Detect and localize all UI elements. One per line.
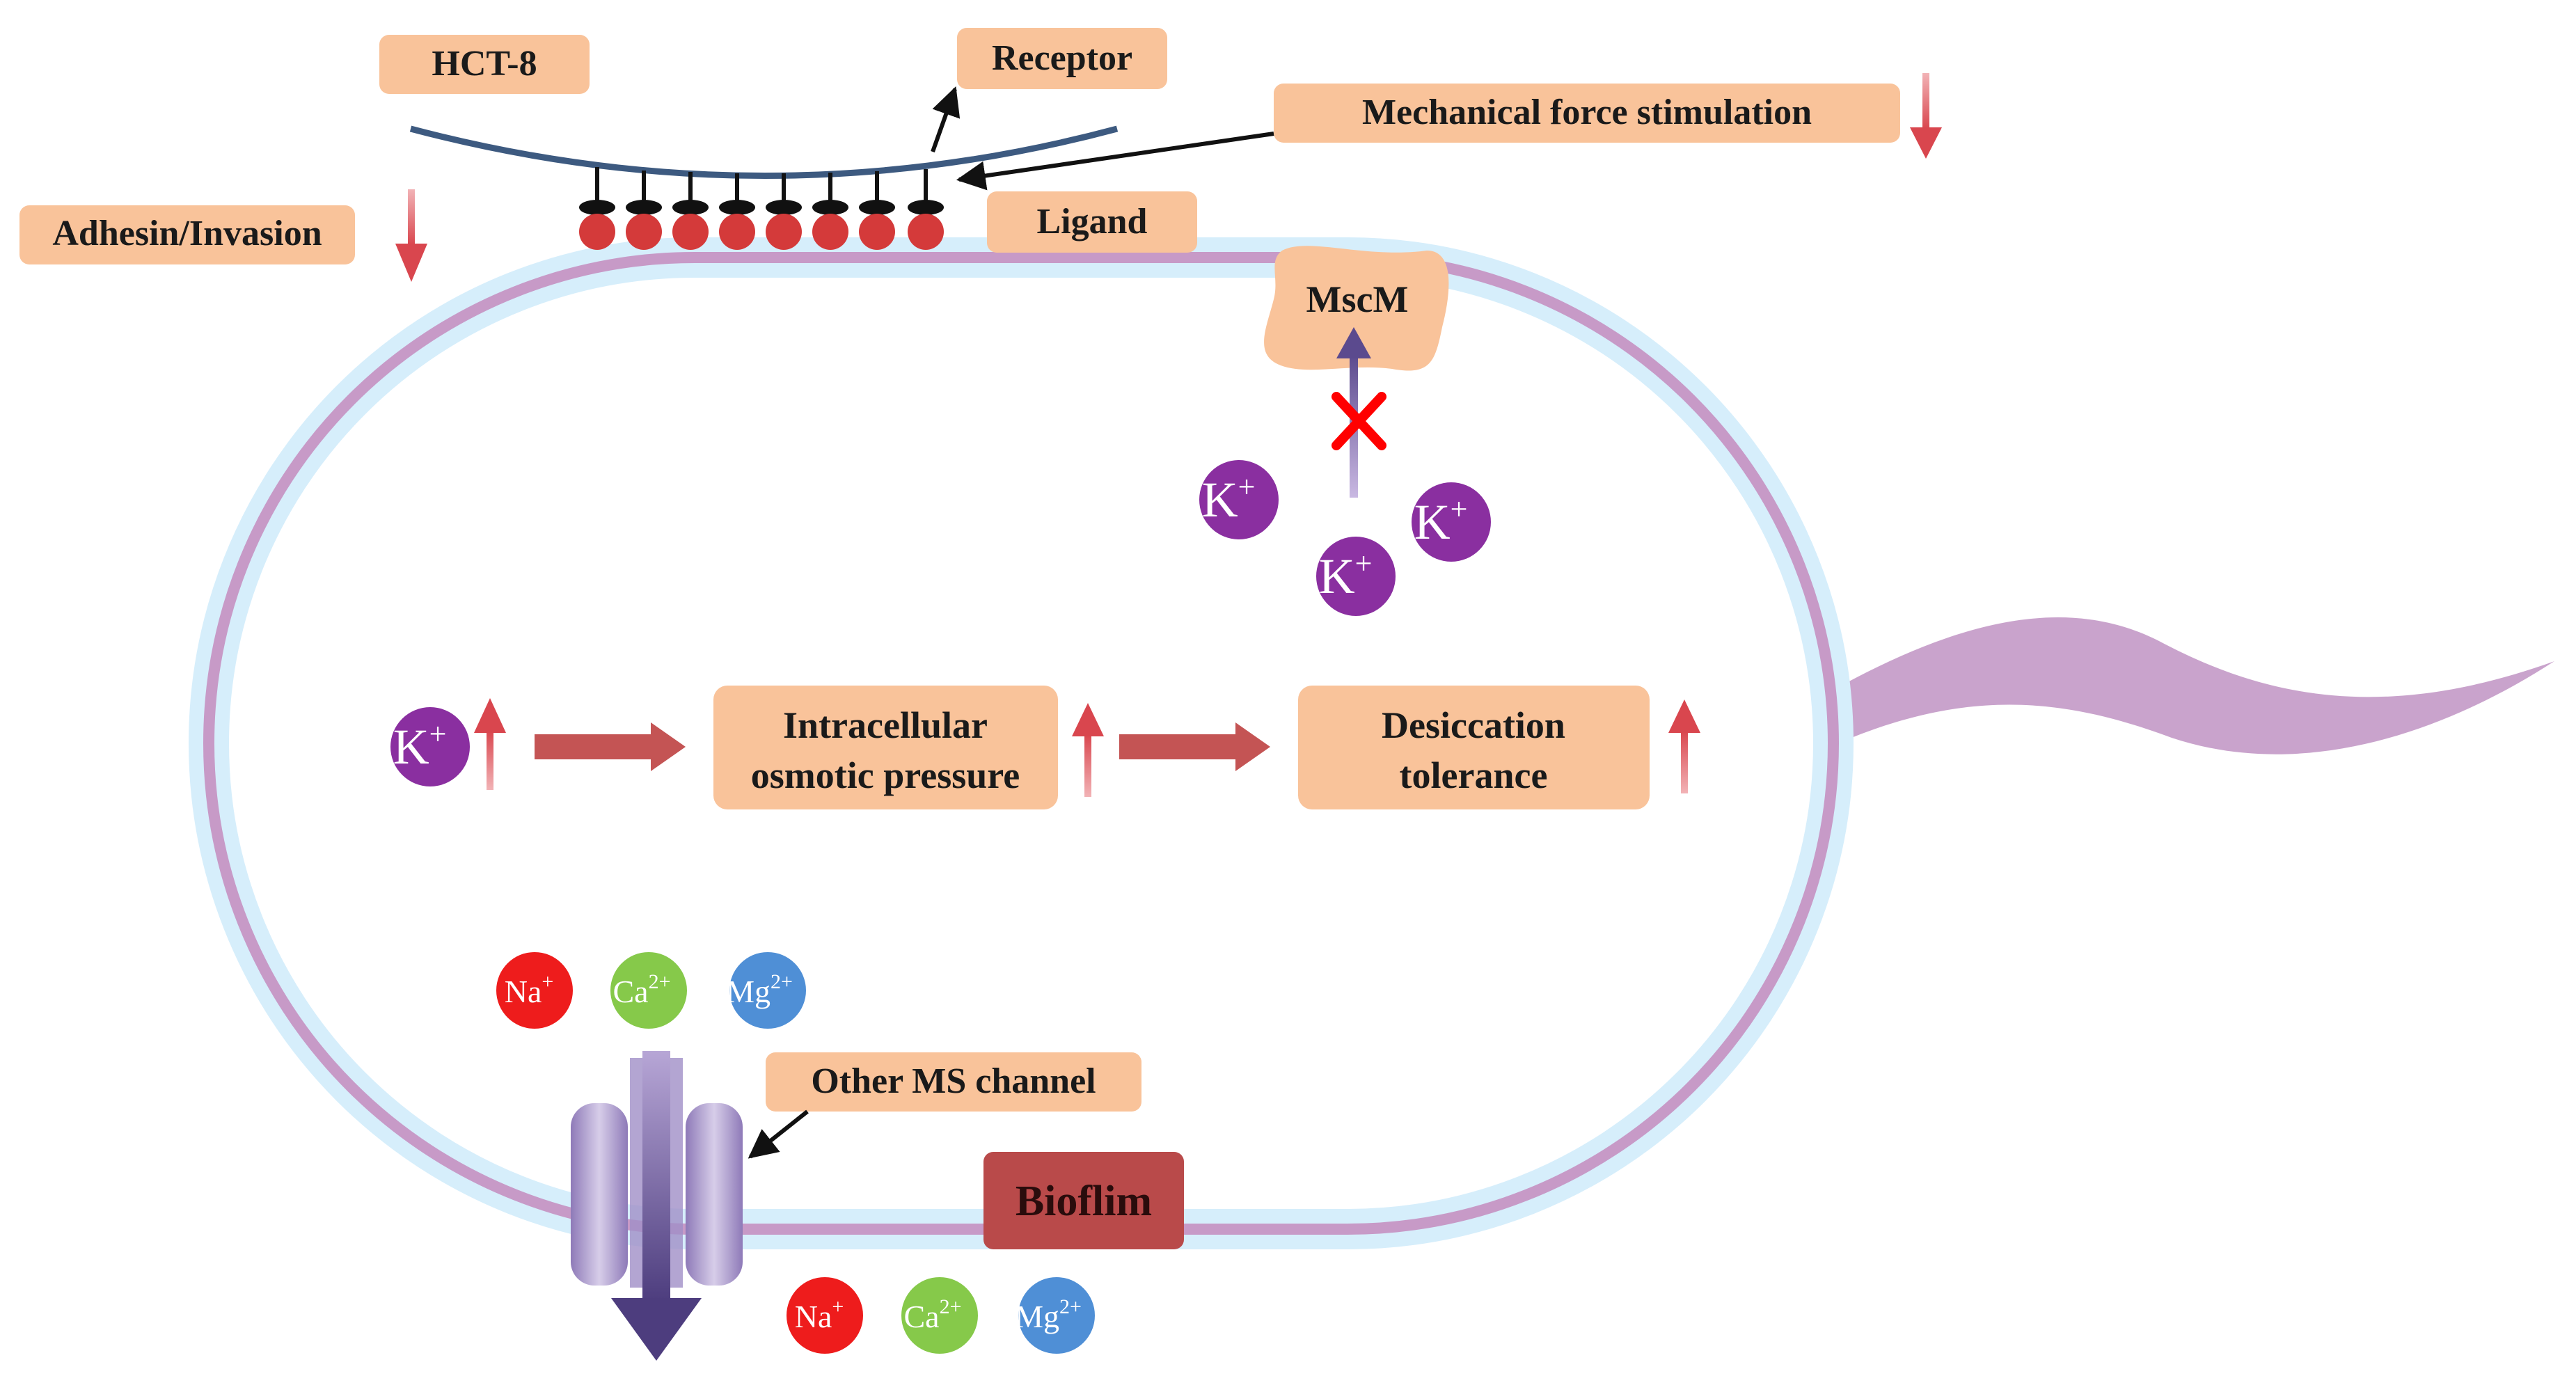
flow-arrow: [1119, 722, 1270, 771]
mscm-channel: [1264, 246, 1449, 371]
adhesin-decrease-arrow: [395, 189, 427, 282]
receptor: [579, 167, 615, 250]
osmotic-pressure-increase-arrow: [1072, 703, 1104, 797]
receptor: [766, 173, 802, 250]
receptor: [859, 171, 895, 250]
flagellum: [1835, 617, 2554, 754]
osmotic-pressure-label: Intracellular: [783, 704, 988, 746]
sodium-ion: Na+: [787, 1277, 863, 1354]
osmotic-pressure-label-line2: osmotic pressure: [751, 754, 1020, 796]
ligand-label: Ligand: [1037, 202, 1148, 242]
svg-text:K+: K+: [1202, 470, 1256, 528]
ion-influx-arrow: [611, 1051, 702, 1361]
potassium-increase-arrow: [474, 698, 506, 790]
receptor-ligand-array: [579, 167, 944, 250]
sodium-ion: Na+: [496, 952, 573, 1029]
other-ms-channel-box: [766, 1052, 1141, 1112]
adhesin-invasion-box: [19, 205, 355, 264]
potassium-ion-pathway: K+: [390, 707, 470, 786]
svg-text:K+: K+: [1414, 492, 1468, 550]
desiccation-tolerance-label-line2: tolerance: [1400, 754, 1548, 796]
osmotic-pressure-box: [713, 686, 1058, 809]
hct8-label: HCT-8: [432, 44, 537, 84]
svg-text:Mg2+: Mg2+: [1015, 1295, 1082, 1334]
other-ms-channel-label: Other MS channel: [811, 1061, 1096, 1101]
adhesin-invasion-label: Adhesin/Invasion: [52, 214, 322, 253]
receptor-pointer-arrow: [931, 86, 961, 153]
block-x-icon: [1332, 392, 1386, 450]
mechanical-force-arrow: [956, 132, 1274, 191]
calcium-ion: Ca2+: [901, 1277, 978, 1354]
ligand-box: [987, 191, 1197, 253]
svg-text:Ca2+: Ca2+: [903, 1295, 961, 1334]
svg-text:Mg2+: Mg2+: [726, 970, 793, 1009]
svg-text:Na+: Na+: [505, 970, 554, 1009]
svg-text:Ca2+: Ca2+: [613, 970, 670, 1009]
mechanical-force-decrease-arrow: [1910, 73, 1942, 159]
mscm-label: MscM: [1306, 278, 1409, 320]
flow-arrow: [535, 722, 686, 771]
mechanical-force-box: [1274, 84, 1900, 143]
potassium-ion: K+: [1199, 460, 1279, 539]
receptor: [812, 173, 848, 250]
biofilm-box: [983, 1152, 1184, 1249]
receptor-label: Receptor: [992, 38, 1132, 78]
hct8-box: [379, 35, 590, 94]
receptor: [908, 169, 944, 250]
mechanical-force-label: Mechanical force stimulation: [1362, 93, 1812, 132]
calcium-ion: Ca2+: [610, 952, 687, 1029]
receptor-box: [957, 28, 1167, 89]
svg-text:Na+: Na+: [795, 1295, 844, 1334]
potassium-ion: K+: [1316, 537, 1396, 616]
desiccation-tolerance-label: Desiccation: [1382, 704, 1565, 746]
desiccation-increase-arrow: [1668, 699, 1700, 793]
receptor: [719, 173, 755, 250]
biofilm-label: Bioflim: [1016, 1178, 1152, 1225]
host-cell-membrane: [409, 125, 1119, 179]
receptor: [626, 171, 662, 250]
other-ms-channel-pointer-arrow: [748, 1109, 809, 1159]
magnesium-ion: Mg2+: [1015, 1277, 1095, 1354]
magnesium-ion: Mg2+: [726, 952, 806, 1029]
svg-text:K+: K+: [393, 717, 447, 775]
potassium-ion: K+: [1412, 482, 1491, 562]
svg-text:K+: K+: [1319, 546, 1373, 604]
desiccation-tolerance-box: [1298, 686, 1650, 809]
receptor: [672, 172, 709, 250]
